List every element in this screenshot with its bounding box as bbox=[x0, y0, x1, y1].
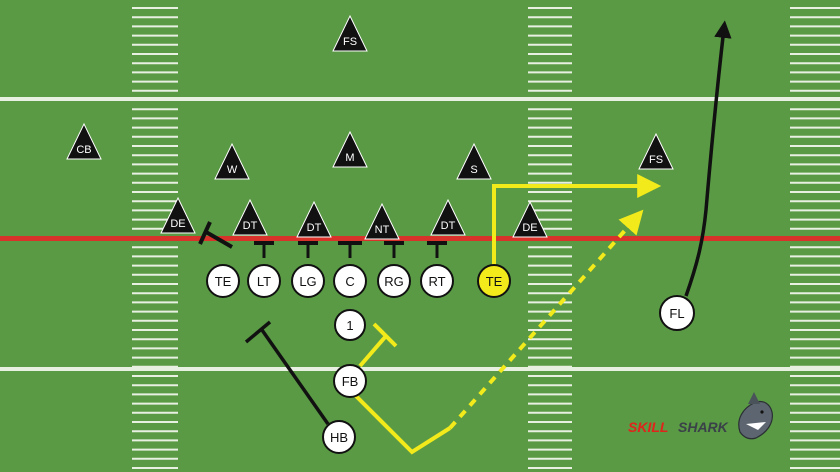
defense: FS CB W M S FS DE DT bbox=[66, 14, 674, 240]
player-label: RG bbox=[384, 274, 404, 289]
hash-marks bbox=[132, 7, 840, 469]
defender-fs-top[interactable]: FS bbox=[332, 14, 368, 52]
fb-route-solid bbox=[350, 390, 452, 455]
defender-label: M bbox=[345, 152, 354, 164]
defender-dt-1[interactable]: DT bbox=[232, 198, 268, 236]
line-blocks bbox=[254, 241, 447, 258]
defender-label: NT bbox=[375, 224, 390, 236]
defender-label: FS bbox=[649, 154, 663, 166]
player-c[interactable]: C bbox=[333, 264, 367, 298]
player-label: C bbox=[345, 274, 354, 289]
skillshark-logo: SKILL SHARK bbox=[628, 392, 773, 440]
defender-dt-2[interactable]: DT bbox=[296, 200, 332, 238]
defender-label: S bbox=[470, 164, 477, 176]
player-label: FL bbox=[669, 306, 684, 321]
defender-fs-right[interactable]: FS bbox=[638, 132, 674, 170]
routes bbox=[198, 20, 732, 455]
player-fb[interactable]: FB bbox=[333, 364, 367, 398]
shark-icon bbox=[738, 392, 773, 440]
defender-w[interactable]: W bbox=[214, 142, 250, 180]
yard-line bbox=[0, 97, 840, 101]
defender-label: W bbox=[227, 164, 238, 176]
defender-label: CB bbox=[76, 144, 91, 156]
fl-route bbox=[684, 20, 732, 297]
defender-label: DT bbox=[307, 222, 322, 234]
player-label: LG bbox=[299, 274, 316, 289]
fb-block-cap bbox=[372, 322, 398, 348]
te-route bbox=[492, 174, 662, 268]
hb-block bbox=[260, 328, 330, 426]
player-rt[interactable]: RT bbox=[420, 264, 454, 298]
player-fl[interactable]: FL bbox=[659, 295, 695, 331]
yard-lines bbox=[0, 97, 840, 371]
defender-label: DE bbox=[522, 222, 537, 234]
player-label: RT bbox=[428, 274, 445, 289]
logo-text-skill: SKILL bbox=[628, 419, 668, 435]
logo-text-shark: SHARK bbox=[678, 419, 729, 435]
yard-line bbox=[0, 367, 840, 371]
player-label: LT bbox=[257, 274, 271, 289]
player-label: FB bbox=[342, 374, 359, 389]
player-qb[interactable]: 1 bbox=[334, 309, 366, 341]
te-left-block bbox=[205, 230, 233, 249]
defender-s[interactable]: S bbox=[456, 142, 492, 180]
defender-label: DT bbox=[243, 220, 258, 232]
line-of-scrimmage bbox=[0, 236, 840, 241]
fb-block bbox=[358, 334, 388, 368]
player-te-right[interactable]: TE bbox=[477, 264, 511, 298]
defender-label: FS bbox=[343, 36, 357, 48]
defender-de-left[interactable]: DE bbox=[160, 196, 196, 234]
te-left-block-cap bbox=[198, 221, 212, 245]
player-rg[interactable]: RG bbox=[377, 264, 411, 298]
offense: TE LT LG C RG RT TE 1 bbox=[206, 264, 695, 454]
player-label: TE bbox=[215, 274, 232, 289]
defender-dt-3[interactable]: DT bbox=[430, 198, 466, 236]
player-label: HB bbox=[330, 430, 348, 445]
defender-nt[interactable]: NT bbox=[364, 202, 400, 240]
player-lt[interactable]: LT bbox=[247, 264, 281, 298]
player-lg[interactable]: LG bbox=[291, 264, 325, 298]
hb-block-cap bbox=[244, 320, 272, 344]
player-te-left[interactable]: TE bbox=[206, 264, 240, 298]
defender-m[interactable]: M bbox=[332, 130, 368, 168]
player-label: 1 bbox=[346, 318, 353, 333]
player-hb[interactable]: HB bbox=[322, 420, 356, 454]
fb-route-dashed bbox=[448, 209, 644, 430]
player-label: TE bbox=[486, 274, 503, 289]
defender-label: DE bbox=[170, 218, 185, 230]
defender-label: DT bbox=[441, 220, 456, 232]
defender-de-right[interactable]: DE bbox=[512, 200, 548, 238]
defender-cb[interactable]: CB bbox=[66, 122, 102, 160]
